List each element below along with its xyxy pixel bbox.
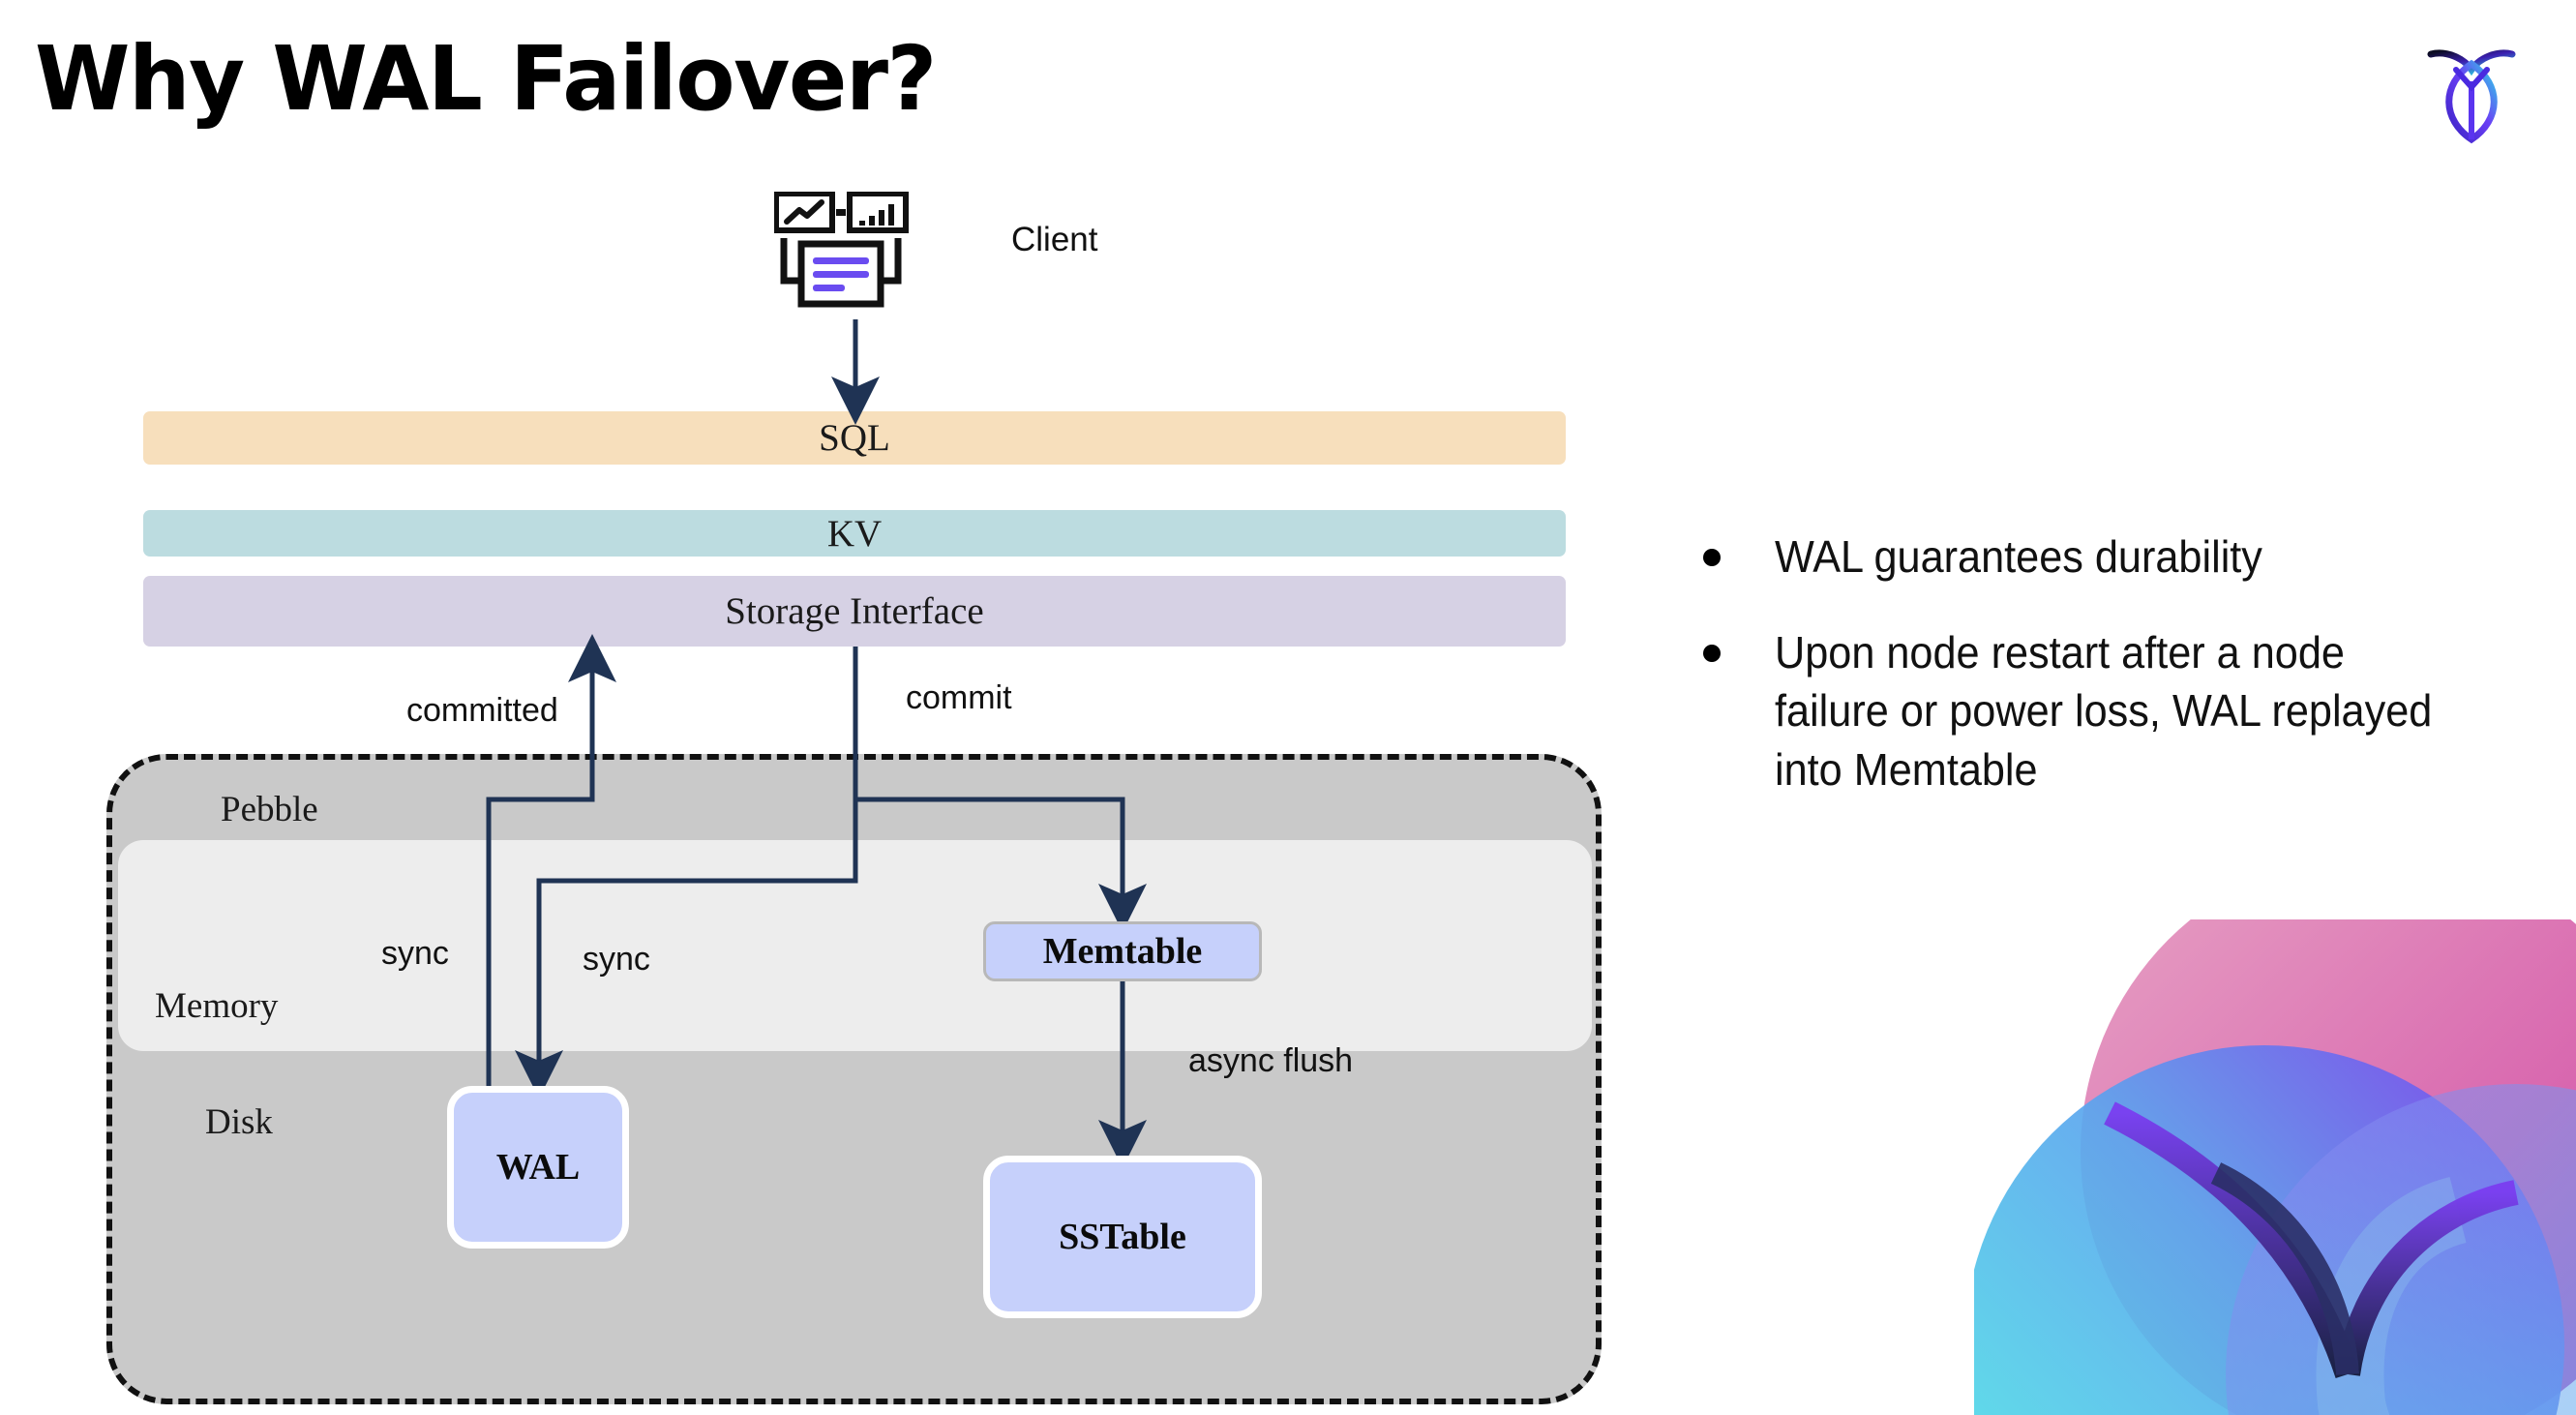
bullet-dot-icon — [1703, 644, 1721, 662]
client-dashboard-icon — [773, 191, 929, 319]
list-item: WAL guarantees durability — [1703, 527, 2497, 587]
edge-label-sync-left: sync — [381, 935, 449, 972]
node-wal: WAL — [447, 1086, 629, 1249]
node-memtable-label: Memtable — [1042, 931, 1203, 972]
node-memtable: Memtable — [983, 921, 1262, 981]
list-item: Upon node restart after a node failure o… — [1703, 623, 2497, 799]
bullet-dot-icon — [1703, 549, 1721, 566]
layer-bar-sql-label: SQL — [819, 417, 890, 459]
bullet-text: WAL guarantees durability — [1775, 531, 2262, 582]
page-title: Why WAL Failover? — [35, 27, 937, 131]
layer-bar-storage-interface-label: Storage Interface — [725, 590, 984, 632]
node-wal-label: WAL — [495, 1147, 581, 1188]
memory-label: Memory — [155, 986, 279, 1026]
edge-label-sync-right: sync — [583, 941, 650, 978]
layer-bar-kv: KV — [143, 510, 1566, 557]
bullet-text: Upon node restart after a node failure o… — [1775, 626, 2433, 796]
edge-label-commit: commit — [906, 679, 1012, 716]
node-sstable: SSTable — [983, 1156, 1262, 1318]
node-sstable-label: SSTable — [1059, 1217, 1186, 1257]
bullet-list: WAL guarantees durability Upon node rest… — [1703, 527, 2497, 836]
disk-label: Disk — [205, 1102, 273, 1142]
pebble-label: Pebble — [221, 790, 318, 829]
layer-bar-storage-interface: Storage Interface — [143, 576, 1566, 647]
memory-region — [118, 840, 1592, 1051]
layer-bar-kv-label: KV — [826, 512, 883, 555]
brand-corner-graphic — [1974, 919, 2576, 1415]
edge-label-committed: committed — [406, 692, 558, 729]
client-label: Client — [1011, 221, 1098, 258]
cockroachdb-logo — [2413, 31, 2530, 147]
edge-label-async-flush: async flush — [1188, 1042, 1354, 1079]
layer-bar-sql: SQL — [143, 411, 1566, 465]
